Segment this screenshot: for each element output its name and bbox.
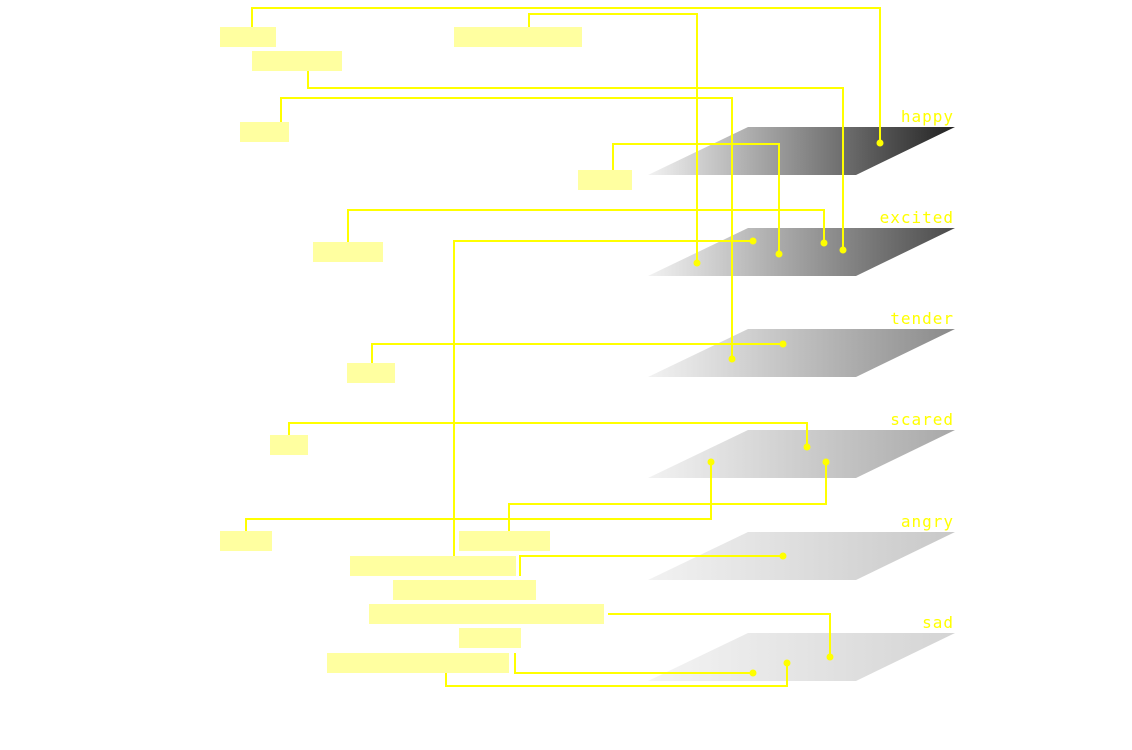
label-box-5	[578, 170, 632, 190]
anchor-dot-14	[749, 669, 757, 677]
connector-4	[280, 97, 733, 359]
connector-5	[612, 143, 780, 254]
connector-1	[251, 7, 881, 143]
connector-9	[288, 422, 808, 447]
anchor-dot-10	[707, 458, 715, 466]
connector-10	[245, 462, 712, 531]
label-box-6	[313, 242, 383, 262]
label-box-12	[393, 580, 536, 600]
anchor-dots	[693, 139, 884, 677]
anchor-dot-8	[779, 340, 787, 348]
connector-3	[307, 71, 844, 250]
label-box-13	[369, 604, 604, 624]
label-box-2	[454, 27, 582, 47]
anchor-dot-13	[826, 653, 834, 661]
connector-6	[347, 209, 825, 243]
label-box-10	[459, 531, 550, 551]
label-box-15	[327, 653, 509, 673]
layer-labels: happy excited tender scared angry sad	[880, 107, 954, 632]
label-box-4	[240, 122, 289, 142]
layer-plane-scared	[648, 430, 955, 478]
layer-plane-tender	[648, 329, 955, 377]
anchor-dot-12	[779, 552, 787, 560]
layer-plane-sad	[648, 633, 955, 681]
layer-plane-excited	[648, 228, 955, 276]
layer-label-tender: tender	[890, 309, 954, 328]
anchor-dot-15	[783, 659, 791, 667]
layer-plane-angry	[648, 532, 955, 580]
connector-14	[514, 653, 753, 674]
connector-2	[528, 13, 698, 263]
anchor-dot-4	[728, 355, 736, 363]
layer-label-scared: scared	[890, 410, 954, 429]
layer-label-happy: happy	[901, 107, 954, 126]
anchor-dot-7	[749, 237, 757, 245]
connector-12	[519, 555, 783, 576]
label-box-3	[252, 51, 342, 71]
anchor-dot-9	[803, 443, 811, 451]
anchor-dot-1	[876, 139, 884, 147]
anchor-dot-3	[839, 246, 847, 254]
layer-label-sad: sad	[922, 613, 954, 632]
label-boxes	[220, 27, 632, 673]
label-box-11	[350, 556, 516, 576]
anchor-dot-5	[775, 250, 783, 258]
anchor-dot-2	[693, 259, 701, 267]
connector-13	[608, 613, 831, 657]
connector-11	[508, 462, 827, 531]
connector-15	[445, 663, 788, 687]
layer-label-angry: angry	[901, 512, 954, 531]
label-box-1	[220, 27, 276, 47]
anchor-dot-11	[822, 458, 830, 466]
label-box-14	[459, 628, 521, 648]
anchor-dot-6	[820, 239, 828, 247]
layer-label-excited: excited	[880, 208, 954, 227]
label-box-9	[220, 531, 272, 551]
connector-lines	[245, 7, 881, 687]
layer-plane-happy	[648, 127, 955, 175]
label-box-7	[347, 363, 395, 383]
connector-8	[371, 343, 783, 363]
label-box-8	[270, 435, 308, 455]
connector-7	[453, 240, 753, 556]
